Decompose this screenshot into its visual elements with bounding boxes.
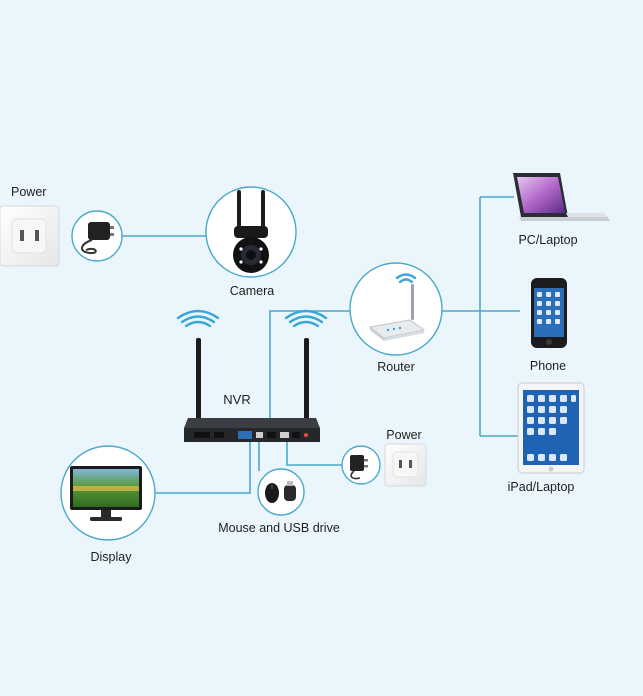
mouse-icon [265,483,279,503]
label-pc-laptop: PC/Laptop [518,233,578,247]
power-adapter-icon-right [350,455,368,480]
label-display: Display [90,550,132,564]
label-ipad-laptop: iPad/Laptop [507,480,575,494]
line-nvr-to-display [155,442,251,494]
monitor-icon [70,466,142,521]
line-nvr-to-power [286,442,343,466]
line-nvr-to-router [269,310,350,430]
smartphone-icon [531,278,567,348]
wall-outlet-icon-right [384,443,427,487]
label-router: Router [377,360,415,374]
mouse-circle [257,468,305,516]
power-adapter-icon [81,222,114,255]
wall-outlet-icon [0,205,60,267]
label-power-left: Power [11,185,47,199]
tablet-icon [517,382,585,474]
label-power-right: Power [386,428,422,442]
label-nvr: NVR [223,392,251,407]
ptz-camera-icon [233,190,269,273]
router-circle [349,262,443,356]
laptop-icon [513,173,610,221]
router-icon [368,284,426,341]
label-camera: Camera [229,284,275,298]
label-phone: Phone [529,359,567,373]
usb-drive-icon [284,481,296,501]
wifi-signal-icon [176,273,417,328]
label-mouse-usb: Mouse and USB drive [218,521,340,535]
nvr-recorder-icon [184,338,320,442]
connection-lines [121,196,520,494]
